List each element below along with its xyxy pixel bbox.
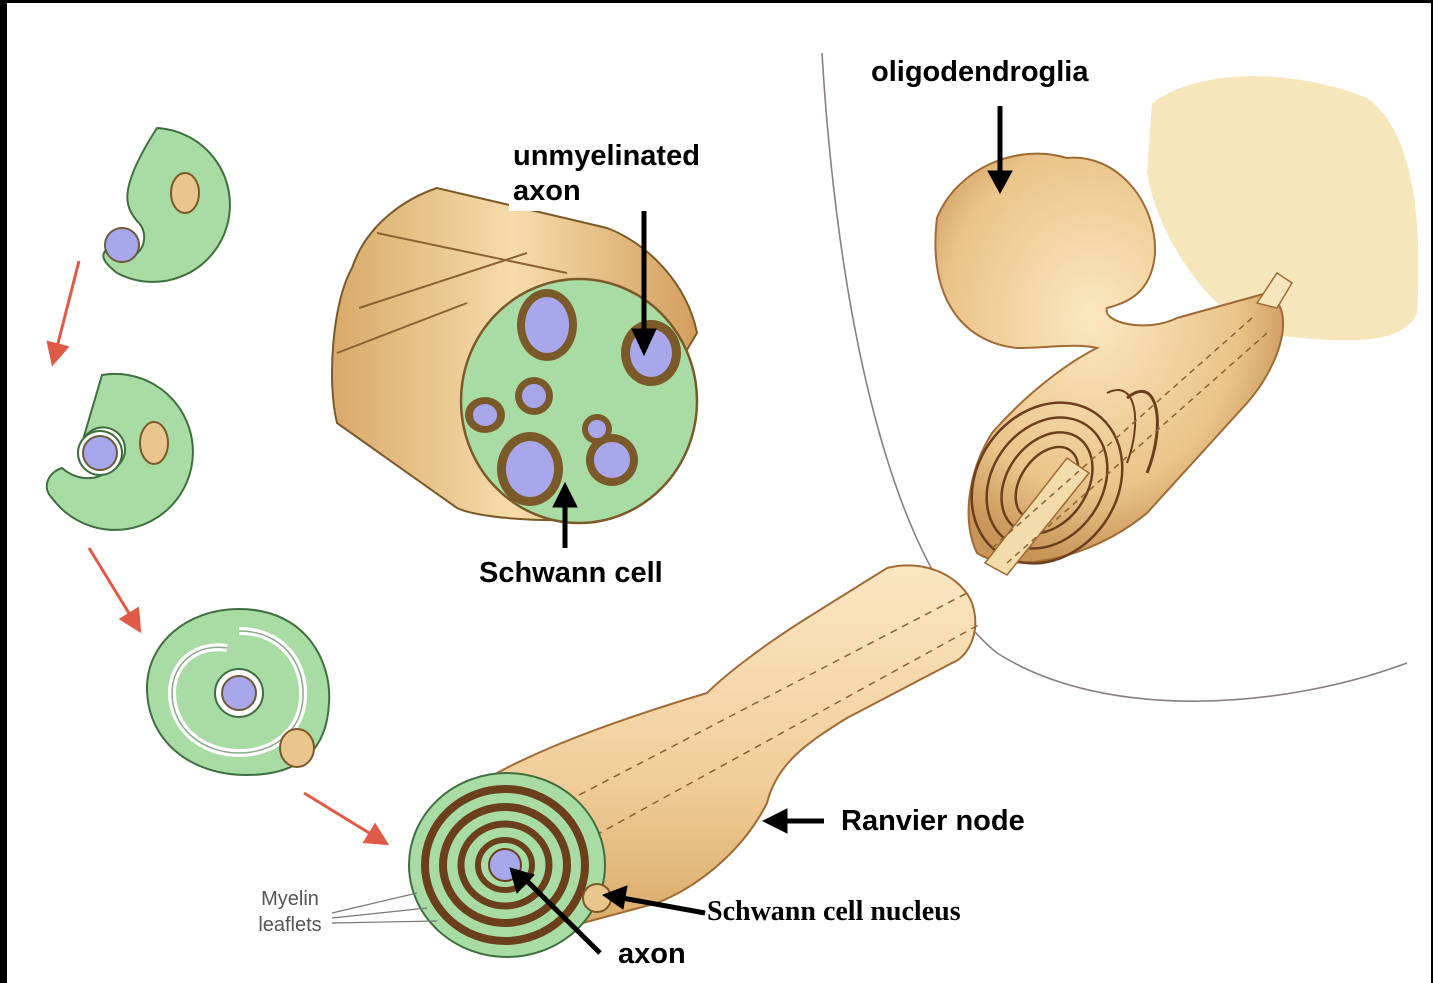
oligodendroglia-label: oligodendroglia (867, 53, 1155, 103)
wrap-stage-1 (103, 128, 230, 282)
ranvier-node-label: Ranvier node (841, 804, 1025, 839)
schwann-cell-label: Schwann cell (479, 556, 663, 591)
wrap-stage-2 (47, 374, 193, 530)
myelination-diagram: oligodendroglia unmyelinated axon Schwan… (7, 3, 1431, 983)
myelin-leaflets-label: Myelin leaflets (245, 886, 335, 938)
unmyelinated-axon-label: unmyelinated axon (509, 137, 717, 211)
schwann-cell-nucleus-label: Schwann cell nucleus (707, 895, 961, 929)
wrap-stage-3 (147, 609, 329, 775)
axon-label: axon (618, 937, 686, 972)
